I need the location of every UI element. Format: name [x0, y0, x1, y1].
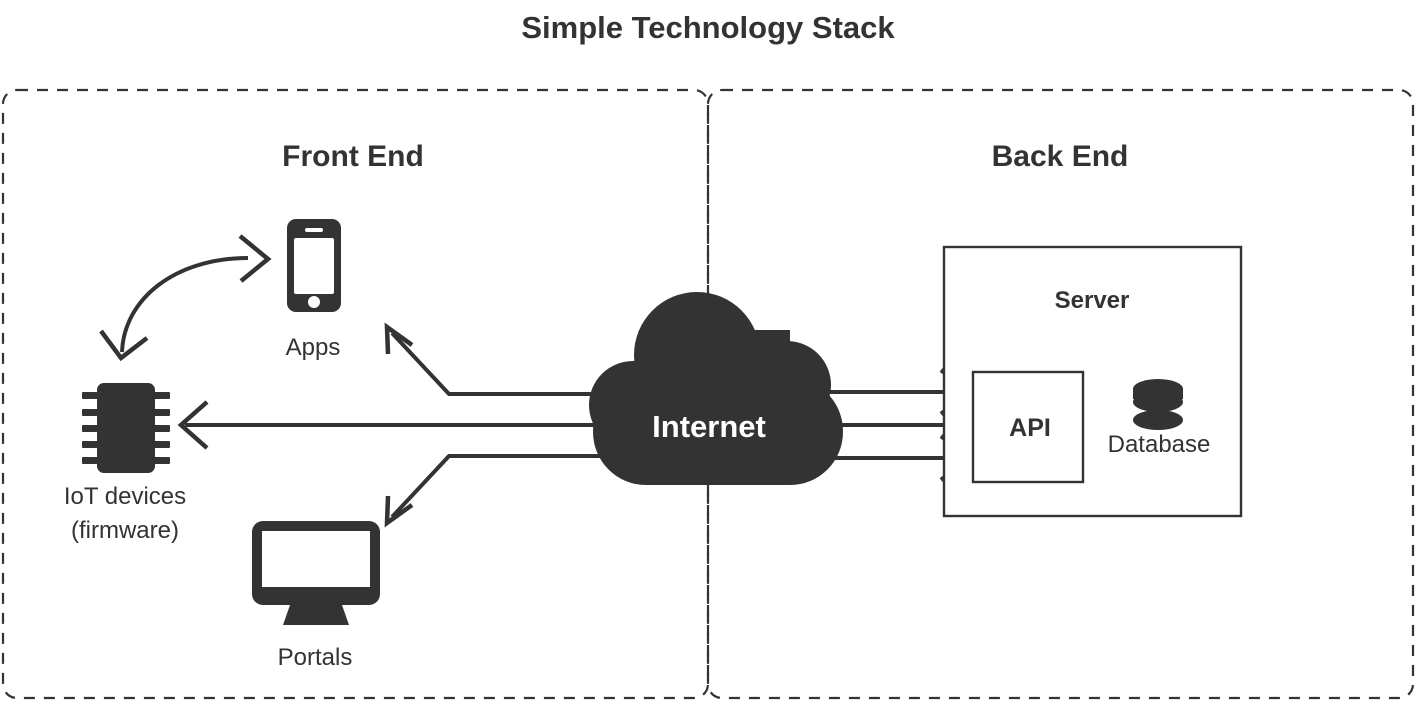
node-label-apps: Apps — [286, 334, 341, 361]
cloud-icon — [589, 292, 843, 485]
node-label-iot-line2: (firmware) — [71, 517, 179, 544]
server-label: Server — [1055, 287, 1130, 314]
cloud-label: Internet — [652, 409, 766, 444]
smartphone-icon — [287, 219, 341, 312]
panel-heading-front-end: Front End — [282, 140, 424, 173]
connection-iot-to-apps — [99, 234, 272, 362]
node-label-portals: Portals — [278, 644, 353, 671]
api-box — [971, 370, 1085, 484]
page-title: Simple Technology Stack — [521, 10, 895, 45]
microchip-icon — [82, 383, 170, 473]
database-cylinder-icon — [1133, 379, 1183, 430]
node-label-iot-line1: IoT devices — [64, 483, 186, 510]
panel-heading-back-end: Back End — [992, 140, 1129, 173]
api-label: API — [1009, 414, 1051, 442]
desktop-monitor-icon — [252, 521, 380, 625]
database-label: Database — [1108, 431, 1211, 458]
